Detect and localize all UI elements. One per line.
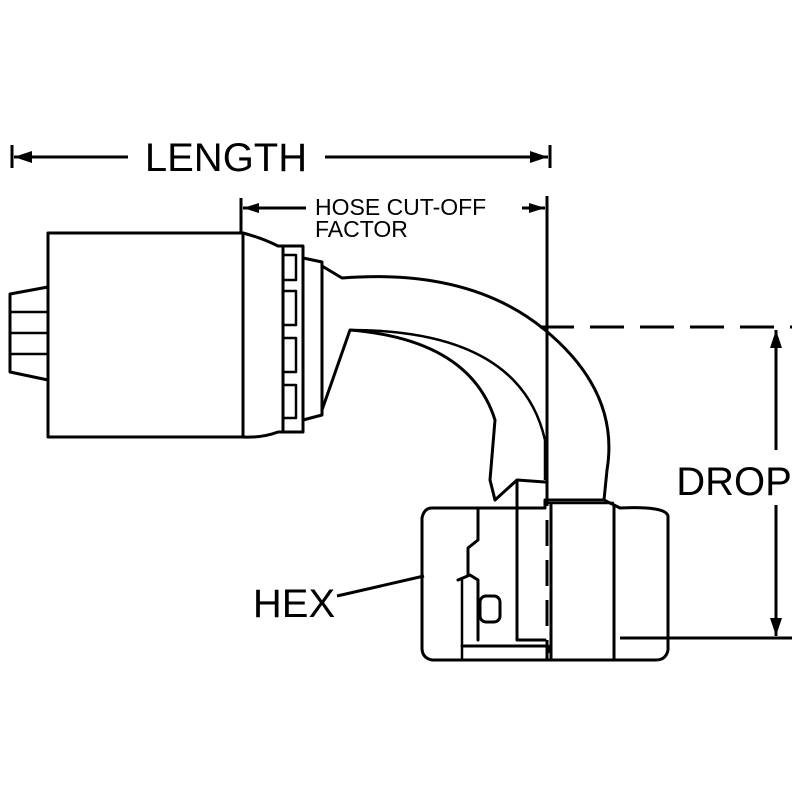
drop-arrow-bottom — [770, 618, 782, 636]
drop-label: DROP — [676, 460, 792, 504]
bent-tube — [320, 264, 611, 502]
cutoff-arrow-right — [529, 203, 545, 213]
tube-outer-wall — [320, 264, 611, 502]
length-label: LENGTH — [145, 136, 307, 180]
tube-inner-wall — [320, 328, 497, 502]
swivel-nut — [420, 480, 670, 662]
hex-label: HEX — [253, 582, 335, 626]
drop-dimension: DROP — [620, 330, 792, 640]
nut-stem — [515, 480, 547, 642]
retaining-ring — [478, 594, 502, 624]
cutoff-arrow-left — [243, 203, 259, 213]
drop-arrow-top — [770, 330, 782, 348]
cutoff-label-line2: FACTOR — [315, 216, 408, 242]
length-dimension: LENGTH — [10, 136, 552, 180]
length-arrow-left — [14, 151, 32, 163]
socket-collar — [241, 231, 285, 439]
length-arrow-right — [530, 151, 548, 163]
socket-shell — [46, 231, 245, 439]
nut-body — [420, 498, 670, 662]
hex-leader-line — [336, 574, 425, 598]
hex-callout: HEX — [253, 574, 425, 626]
hose-cutoff-dimension: HOSE CUT-OFF FACTOR — [239, 194, 545, 242]
hose-socket — [8, 231, 324, 439]
cutoff-label-line1: HOSE CUT-OFF — [315, 194, 486, 220]
nipple-collar — [301, 256, 324, 422]
